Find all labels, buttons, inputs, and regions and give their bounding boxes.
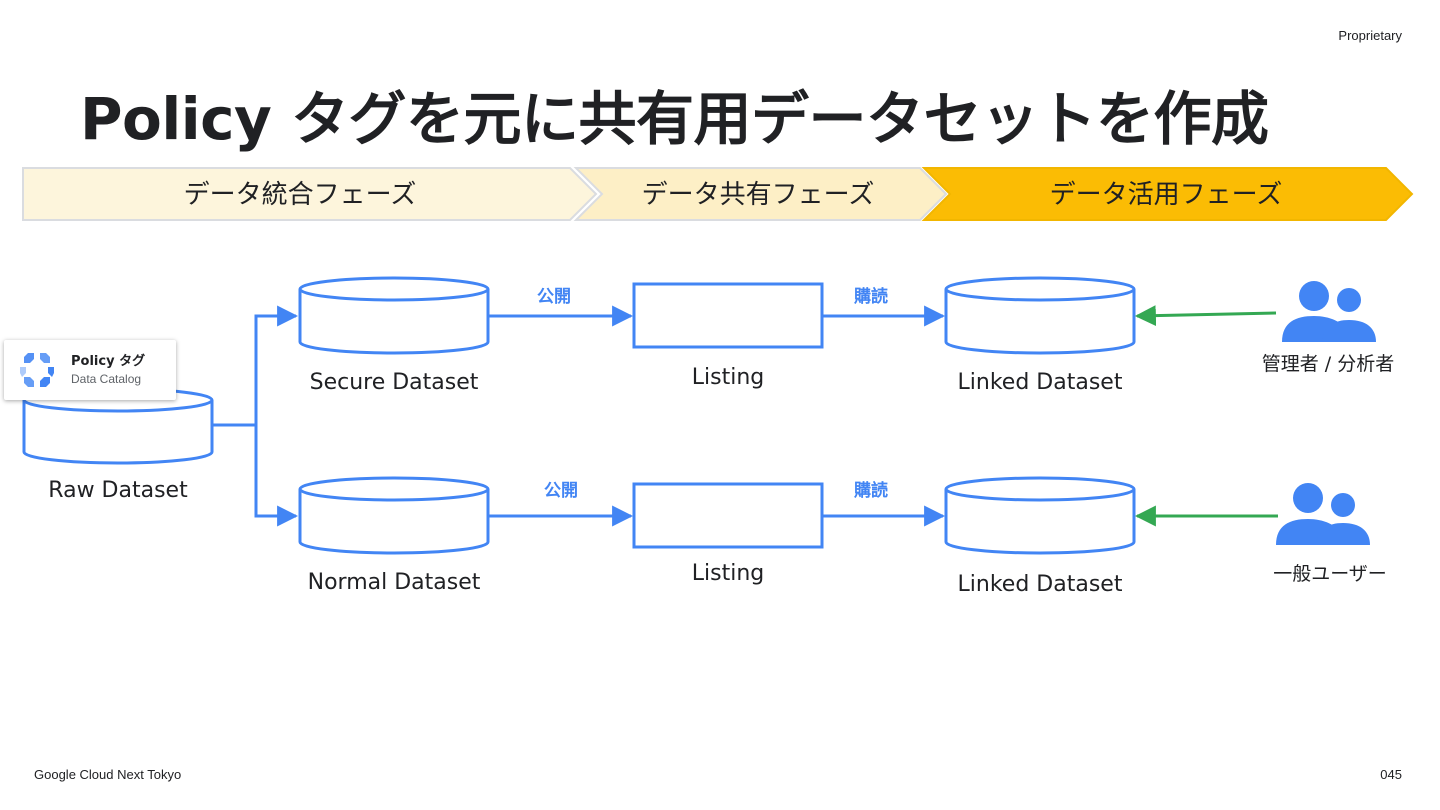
publish-label-bottom: 公開 [544,481,578,501]
listing-box-bottom [632,482,824,549]
linked-dataset-cylinder-bottom [944,476,1136,555]
listing-box-top [632,282,824,349]
phase-integration: データ統合フェーズ [22,167,598,221]
subscribe-label-bottom: 購読 [854,480,888,501]
policy-tag-card: Policy タグ Data Catalog [4,340,176,400]
policy-tag-subtitle: Data Catalog [71,372,142,386]
phase-integration-label: データ統合フェーズ [184,180,417,210]
phase-sharing-label: データ共有フェーズ [642,180,875,210]
phase-utilization-label: データ活用フェーズ [1050,180,1283,210]
raw-dataset-label: Raw Dataset [48,478,188,503]
linked-dataset-cylinder-top [944,276,1136,355]
listing-label-top: Listing [692,365,764,390]
footer-page-number: 045 [1380,767,1402,782]
linked-dataset-label-top: Linked Dataset [958,370,1123,395]
admin-users-label: 管理者 / 分析者 [1262,353,1394,375]
phase-utilization: データ活用フェーズ [921,167,1414,221]
raw-dataset-cylinder [22,387,214,465]
subscribe-label-top: 購読 [854,286,888,307]
normal-dataset-cylinder [298,476,490,555]
footer-event-name: Google Cloud Next Tokyo [34,767,182,782]
listing-label-bottom: Listing [692,561,764,586]
phase-sharing: データ共有フェーズ [573,167,948,221]
general-users-label: 一般ユーザー [1273,563,1387,585]
admin-users-icon [1282,281,1376,342]
user-arrow-top [1134,305,1277,327]
proprietary-label: Proprietary [1338,28,1402,43]
linked-dataset-label-bottom: Linked Dataset [958,572,1123,597]
secure-dataset-label: Secure Dataset [310,370,479,395]
secure-dataset-cylinder [298,276,490,355]
publish-label-top: 公開 [537,287,571,307]
data-catalog-icon [20,353,54,387]
normal-dataset-label: Normal Dataset [308,570,481,595]
policy-tag-title: Policy タグ [71,354,146,369]
page-title: Policy タグを元に共有用データセットを作成 [80,85,1269,153]
branch-connector [212,305,299,527]
general-users-icon [1276,483,1370,545]
